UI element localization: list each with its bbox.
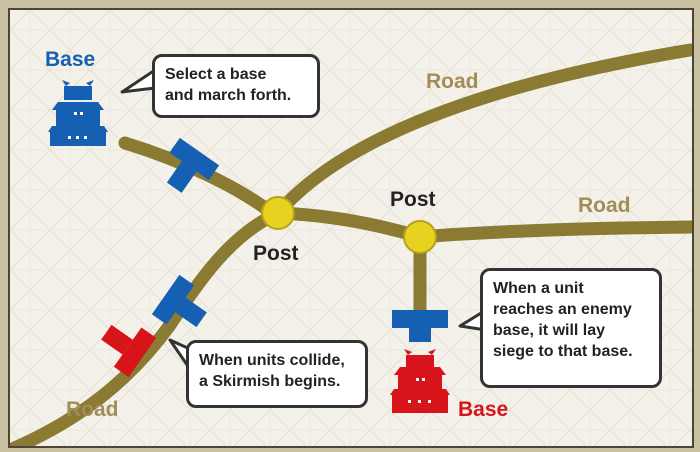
road-segment — [413, 220, 692, 244]
blue-base-label: Base — [45, 48, 96, 71]
blue-unit-icon[interactable] — [155, 137, 220, 202]
callout-select-base: Select a base and march forth. — [152, 54, 320, 118]
road-label: Road — [66, 398, 119, 421]
post-label: Post — [253, 242, 299, 265]
blue-base-icon[interactable] — [48, 80, 108, 146]
tutorial-map-board: Base Base Road Road Road Post Post Selec… — [8, 8, 694, 448]
red-base-label: Base — [458, 398, 509, 421]
road-network — [10, 43, 692, 446]
road-label: Road — [426, 70, 479, 93]
blue-unit-icon[interactable] — [392, 310, 448, 342]
post-marker[interactable] — [261, 196, 295, 230]
road-label: Road — [578, 194, 631, 217]
road-segment — [271, 43, 692, 220]
blue-unit-icon[interactable] — [151, 274, 216, 340]
callout-skirmish: When units collide, a Skirmish begins. — [186, 340, 368, 408]
red-base-icon[interactable] — [390, 349, 450, 413]
road-segment — [10, 206, 285, 446]
post-marker[interactable] — [403, 220, 437, 254]
red-unit-icon[interactable] — [93, 313, 157, 378]
post-label: Post — [390, 188, 436, 211]
callout-siege: When a unit reaches an enemy base, it wi… — [480, 268, 662, 388]
